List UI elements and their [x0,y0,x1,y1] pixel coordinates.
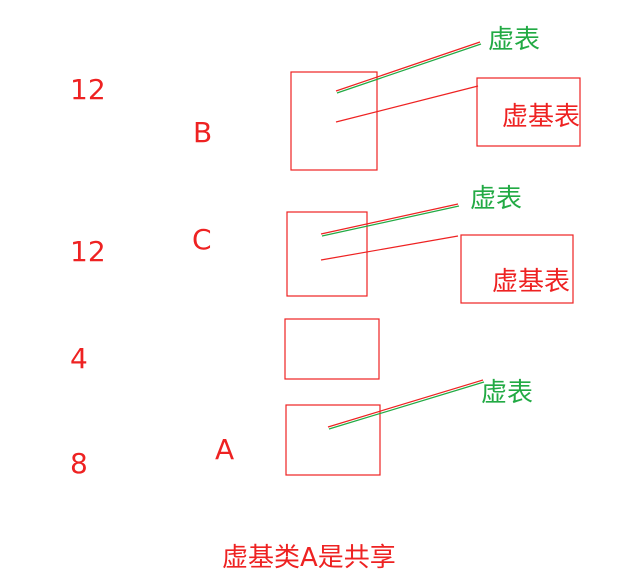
vbtable-label-c: 虚基表 [492,267,571,297]
b-vtable-pointer [335,41,482,94]
vbtable-label-b: 虚基表 [502,102,581,132]
vtable-label-a: 虚表 [481,378,534,408]
c-vbtable-pointer [320,235,459,261]
b-object-box [290,71,378,171]
class-label-a: A [215,433,235,466]
a-vtable-pointer [327,379,485,430]
a-object-box [285,404,381,476]
b-vbtable-box [476,77,581,147]
c-vtable-pointer [320,203,460,237]
b-vbtable-pointer [335,85,479,123]
c-object-box [286,211,368,297]
vtable-label-b: 虚表 [488,25,541,55]
size-label-d: 4 [70,342,88,375]
d-member-box [284,318,380,380]
size-label-a: 8 [70,447,88,480]
size-label-c: 12 [70,235,106,268]
size-label-b: 12 [70,73,106,106]
diagram-caption: 虚基类A是共享 [222,543,396,573]
class-label-b: B [193,116,213,149]
class-label-c: C [192,223,212,256]
c-vbtable-box [460,234,574,304]
vtable-label-c: 虚表 [470,184,523,214]
